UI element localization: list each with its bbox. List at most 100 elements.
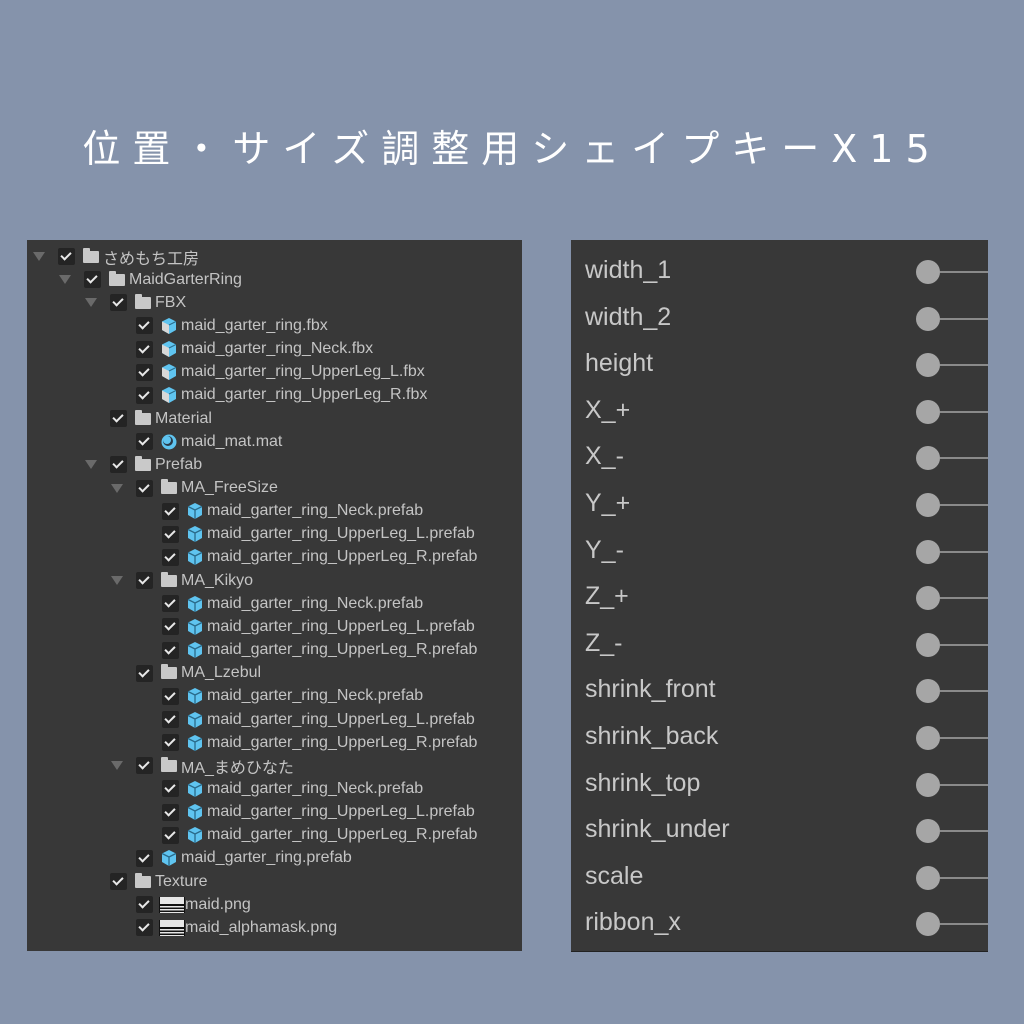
include-checkbox[interactable] <box>162 548 179 566</box>
expand-arrow-icon[interactable] <box>85 298 97 308</box>
slider-track[interactable] <box>940 597 988 600</box>
slider-handle[interactable] <box>916 539 940 564</box>
tree-item[interactable]: maid_garter_ring_UpperLeg_L.prefab <box>137 615 475 638</box>
slider-track[interactable] <box>940 737 988 739</box>
tree-item[interactable]: maid_garter_ring_Neck.prefab <box>137 685 423 708</box>
tree-item[interactable]: maid_garter_ring_UpperLeg_L.prefab <box>137 801 475 824</box>
include-checkbox[interactable] <box>136 340 153 358</box>
include-checkbox[interactable] <box>162 641 179 659</box>
expand-arrow-icon[interactable] <box>33 252 45 261</box>
slider-handle[interactable] <box>916 493 940 517</box>
tree-item[interactable]: MA_Kikyo <box>111 569 253 592</box>
slider-track[interactable] <box>940 457 988 460</box>
expand-arrow-icon[interactable] <box>111 483 123 493</box>
slider-handle[interactable] <box>916 446 940 471</box>
tree-item-label: maid_garter_ring_Neck.prefab <box>207 594 424 612</box>
include-checkbox[interactable] <box>162 734 179 752</box>
include-checkbox[interactable] <box>162 780 179 798</box>
include-checkbox[interactable] <box>84 271 101 289</box>
slider-track[interactable] <box>940 643 988 646</box>
tree-item[interactable]: maid_garter_ring_UpperLeg_L.prefab <box>137 523 475 546</box>
tree-item[interactable]: maid_garter_ring_UpperLeg_R.fbx <box>111 384 427 407</box>
tree-item[interactable]: maid_garter_ring.fbx <box>111 314 328 337</box>
tree-item[interactable]: FBX <box>85 291 186 314</box>
include-checkbox[interactable] <box>162 687 179 705</box>
tree-item[interactable]: maid_garter_ring_UpperLeg_L.fbx <box>111 361 425 384</box>
tree-item[interactable]: Texture <box>85 870 207 893</box>
include-checkbox[interactable] <box>110 294 127 312</box>
slider-track[interactable] <box>940 876 988 879</box>
tree-item[interactable]: Prefab <box>85 453 202 476</box>
tree-item[interactable]: MA_FreeSize <box>111 477 278 500</box>
tree-item[interactable]: maid_garter_ring_Neck.prefab <box>137 592 423 615</box>
include-checkbox[interactable] <box>136 757 153 775</box>
slider-track[interactable] <box>940 504 988 506</box>
include-checkbox[interactable] <box>136 433 153 451</box>
slider-track[interactable] <box>940 317 988 320</box>
expand-arrow-icon[interactable] <box>111 576 123 586</box>
slider-handle[interactable] <box>916 353 940 378</box>
tree-item[interactable]: maid_garter_ring_Neck.fbx <box>111 338 373 361</box>
include-checkbox[interactable] <box>136 386 153 404</box>
slider-handle[interactable] <box>916 726 940 750</box>
include-checkbox[interactable] <box>162 618 179 636</box>
tree-item[interactable]: maid_garter_ring_UpperLeg_L.prefab <box>137 708 475 731</box>
include-checkbox[interactable] <box>162 711 179 728</box>
slider-track[interactable] <box>940 923 988 926</box>
include-checkbox[interactable] <box>136 919 153 937</box>
slider-handle[interactable] <box>916 865 940 890</box>
tree-item[interactable]: MaidGarterRing <box>59 268 242 291</box>
tree-item[interactable]: maid_garter_ring_UpperLeg_R.prefab <box>137 824 477 847</box>
include-checkbox[interactable] <box>136 572 153 590</box>
tree-item[interactable]: maid_mat.mat <box>111 430 282 453</box>
expand-arrow-icon[interactable] <box>85 460 97 470</box>
include-checkbox[interactable] <box>136 317 153 335</box>
tree-item[interactable]: MA_Lzebul <box>111 662 261 685</box>
slider-track[interactable] <box>940 830 988 833</box>
expand-arrow-icon[interactable] <box>59 275 71 285</box>
include-checkbox[interactable] <box>136 479 153 497</box>
include-checkbox[interactable] <box>110 410 127 428</box>
tree-item[interactable]: maid_garter_ring_Neck.prefab <box>137 500 423 523</box>
slider-handle[interactable] <box>916 399 940 424</box>
tree-item[interactable]: Material <box>85 407 212 430</box>
slider-track[interactable] <box>940 410 988 413</box>
include-checkbox[interactable] <box>58 248 75 265</box>
include-checkbox[interactable] <box>136 664 153 682</box>
slider-handle[interactable] <box>916 772 940 797</box>
tree-item[interactable]: maid_garter_ring_UpperLeg_R.prefab <box>137 731 477 754</box>
tree-item[interactable]: maid_garter_ring_UpperLeg_R.prefab <box>137 546 477 569</box>
tree-item[interactable]: さめもち工房 <box>33 245 199 268</box>
include-checkbox[interactable] <box>110 873 127 891</box>
tree-item[interactable]: maid_garter_ring.prefab <box>111 847 352 870</box>
slider-handle[interactable] <box>916 306 940 331</box>
slider-handle[interactable] <box>916 819 940 844</box>
slider-handle[interactable] <box>916 679 940 704</box>
slider-track[interactable] <box>940 783 988 786</box>
include-checkbox[interactable] <box>162 502 179 520</box>
include-checkbox[interactable] <box>136 896 153 914</box>
include-checkbox[interactable] <box>162 826 179 844</box>
include-checkbox[interactable] <box>136 849 153 867</box>
slider-track[interactable] <box>940 364 988 367</box>
expand-arrow-icon[interactable] <box>111 761 123 771</box>
tree-item[interactable]: maid_garter_ring_UpperLeg_R.prefab <box>137 639 477 662</box>
slider-handle[interactable] <box>916 260 940 284</box>
slider-handle[interactable] <box>916 912 940 937</box>
slider-handle[interactable] <box>916 586 940 611</box>
prefab-icon <box>185 642 204 659</box>
include-checkbox[interactable] <box>162 525 179 543</box>
tree-item[interactable]: maid_alphamask.png <box>111 916 337 939</box>
tree-item[interactable]: maid_garter_ring_Neck.prefab <box>137 777 423 800</box>
include-checkbox[interactable] <box>162 803 179 821</box>
slider-track[interactable] <box>940 550 988 553</box>
include-checkbox[interactable] <box>162 595 179 613</box>
tree-item[interactable]: maid.png <box>111 893 251 916</box>
include-checkbox[interactable] <box>136 363 153 381</box>
slider-track[interactable] <box>940 271 988 273</box>
tree-item[interactable]: MA_まめひなた <box>111 754 294 777</box>
tree-item-label: maid_garter_ring_UpperLeg_R.prefab <box>207 733 478 751</box>
slider-handle[interactable] <box>916 632 940 657</box>
slider-track[interactable] <box>940 690 988 693</box>
include-checkbox[interactable] <box>110 456 127 474</box>
